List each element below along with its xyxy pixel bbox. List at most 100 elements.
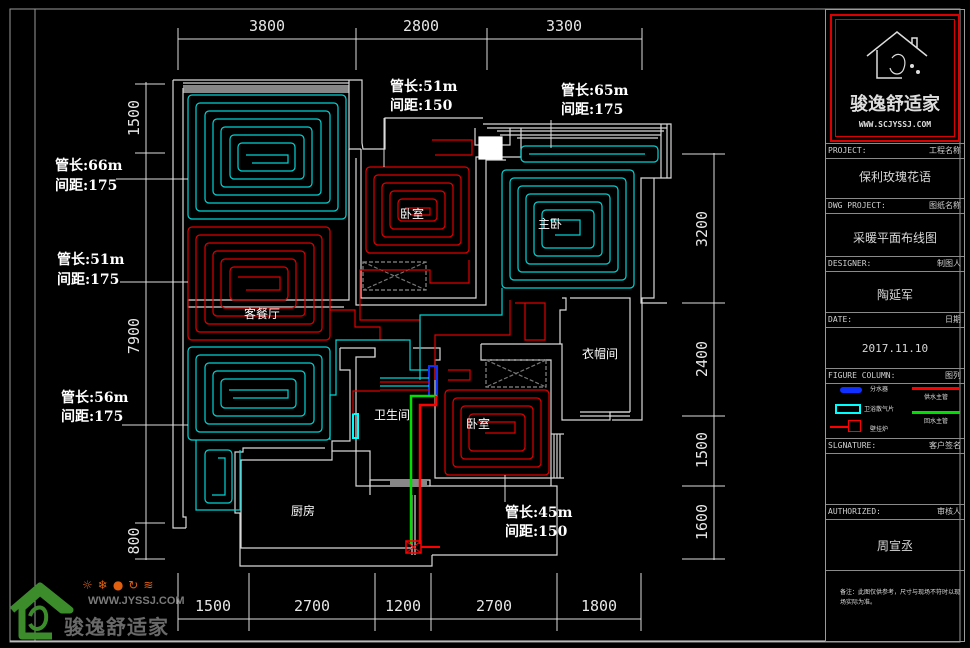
logo-url: WWW.SCJYSSJ.COM <box>858 120 932 129</box>
dim-top-1: 3800 <box>249 17 285 35</box>
loop-6-length: 管长:45m <box>505 504 573 521</box>
room-bedroom-1: 卧室 <box>400 206 424 221</box>
watermark-name: 骏逸舒适家 <box>64 615 169 639</box>
date-value: 2017.11.10 <box>861 342 929 355</box>
legend-supply-icon <box>912 387 960 390</box>
signature-label: SLGNATURE: <box>828 441 877 450</box>
loop-4-spacing: 间距:150 <box>390 97 453 114</box>
manifold-symbol <box>428 365 438 397</box>
drawing-frame <box>9 8 961 643</box>
watermark-house-icon <box>9 582 74 640</box>
project-label: PROJECT: <box>828 146 867 155</box>
watermark-url: WWW.JYSSJ.COM <box>88 595 185 607</box>
room-kitchen: 厨房 <box>291 503 315 518</box>
dwg-label-cn: 图纸名称 <box>929 201 961 210</box>
dim-bottom-2: 2700 <box>294 597 330 615</box>
designer-header: DESIGNER: 制图人 <box>826 256 964 272</box>
signature-header: SLGNATURE: 客户签名 <box>826 438 964 454</box>
heating-loop-5 <box>419 145 659 380</box>
room-cloakroom: 衣帽间 <box>582 346 618 361</box>
date-header: DATE: 日期 <box>826 312 964 328</box>
watermark: ☼❄●↻≋ WWW.JYSSJ.COM 骏逸舒适家 <box>8 578 188 646</box>
authorized-value: 周宣丞 <box>876 539 913 553</box>
right-dimensions <box>682 153 725 560</box>
loop-6-spacing: 间距:150 <box>505 523 568 540</box>
loop-3-length: 管长:56m <box>61 389 129 406</box>
title-block: 骏逸舒适家 WWW.SCJYSSJ.COM PROJECT: 工程名称 保利玫瑰… <box>825 9 965 642</box>
company-logo: 骏逸舒适家 WWW.SCJYSSJ.COM <box>830 14 960 142</box>
radiator-feed <box>352 390 380 414</box>
bottom-dimensions <box>10 573 825 642</box>
loop-3-spacing: 间距:175 <box>61 408 123 425</box>
authorized-label: AUTHORIZED: <box>828 507 881 516</box>
room-bedroom-2: 卧室 <box>466 416 490 431</box>
heating-loop-1 <box>187 94 347 220</box>
boiler-cross-2 <box>405 540 422 554</box>
loop-4-length: 管长:51m <box>390 78 458 95</box>
supply-main-pipe <box>418 396 438 544</box>
dim-right-1: 3200 <box>693 211 711 247</box>
dim-left-1: 1500 <box>125 100 143 136</box>
project-label-cn: 工程名称 <box>929 146 961 155</box>
dwg-value: 采暖平面布线图 <box>852 231 937 245</box>
room-bathroom: 卫生间 <box>374 408 410 422</box>
dim-top-3: 3300 <box>546 17 582 35</box>
figure-header: FIGURE COLUMN: 图列 <box>826 368 964 384</box>
dwg-label: DWG PROJECT: <box>828 201 886 210</box>
heating-loop-4 <box>359 139 473 360</box>
dim-top-2: 2800 <box>403 17 439 35</box>
return-main-pipe <box>409 394 437 544</box>
loop-2-spacing: 间距:175 <box>57 271 119 288</box>
legend-boiler-icon <box>848 420 861 432</box>
figure-label: FIGURE COLUMN: <box>828 371 896 380</box>
legend-boiler-pipe-icon <box>830 426 848 428</box>
designer-label-cn: 制图人 <box>937 259 961 268</box>
loop-2-length: 管长:51m <box>57 251 125 268</box>
room-living-dining: 客餐厅 <box>244 306 280 321</box>
dim-right-2: 2400 <box>693 341 711 377</box>
dim-bottom-1: 1500 <box>195 597 231 615</box>
legend-return: 回水主管 <box>924 418 949 425</box>
loop-annotations <box>116 118 552 502</box>
left-dimensions <box>135 82 165 560</box>
loop-5-length: 管长:65m <box>561 82 629 99</box>
dim-right-3: 1500 <box>693 432 711 468</box>
signature-label-cn: 客户签名 <box>929 441 961 450</box>
legend-boiler: 壁挂炉 <box>870 426 889 433</box>
loop-5-spacing: 间距:175 <box>561 101 623 118</box>
dim-left-2: 7900 <box>125 318 143 354</box>
dwg-header: DWG PROJECT: 图纸名称 <box>826 198 964 214</box>
dim-left-3: 800 <box>125 527 143 554</box>
logo-name: 骏逸舒适家 <box>850 94 940 115</box>
heating-loop-6 <box>434 300 550 476</box>
designer-label: DESIGNER: <box>828 259 872 268</box>
legend-manifold: 分水器 <box>870 386 889 393</box>
legend-supply: 供水主管 <box>924 394 949 401</box>
top-dimensions <box>177 28 643 70</box>
project-header: PROJECT: 工程名称 <box>826 143 964 159</box>
dim-right-4: 1600 <box>693 504 711 540</box>
legend-manifold-icon <box>840 387 862 393</box>
legend-return-icon <box>912 411 960 414</box>
feed-lines <box>380 377 429 391</box>
date-label: DATE: <box>828 315 853 324</box>
authorized-header: AUTHORIZED: 审核人 <box>826 504 964 520</box>
watermark-service-icons: ☼❄●↻≋ <box>82 578 159 592</box>
walls <box>172 79 672 567</box>
figure-label-cn: 图列 <box>945 371 961 380</box>
note-text: 备注：此图仅供参考，尺寸与现场不符时以现场实际为准。 <box>840 589 961 606</box>
project-value: 保利玫瑰花语 <box>858 170 931 184</box>
legend-radiator-icon <box>835 404 861 414</box>
dim-bottom-5: 1800 <box>581 597 617 615</box>
date-label-cn: 日期 <box>945 315 961 324</box>
dim-bottom-3: 1200 <box>385 597 421 615</box>
heating-loop-2 <box>187 226 405 341</box>
house-logo-icon <box>866 31 928 79</box>
designer-value: 陶延军 <box>876 288 913 302</box>
loop-1-spacing: 间距:175 <box>55 177 117 194</box>
loop-1-length: 管长:66m <box>55 157 123 174</box>
heating-loop-3 <box>187 339 430 511</box>
authorized-label-cn: 审核人 <box>937 507 961 516</box>
room-master-bedroom: 主卧 <box>538 217 562 231</box>
